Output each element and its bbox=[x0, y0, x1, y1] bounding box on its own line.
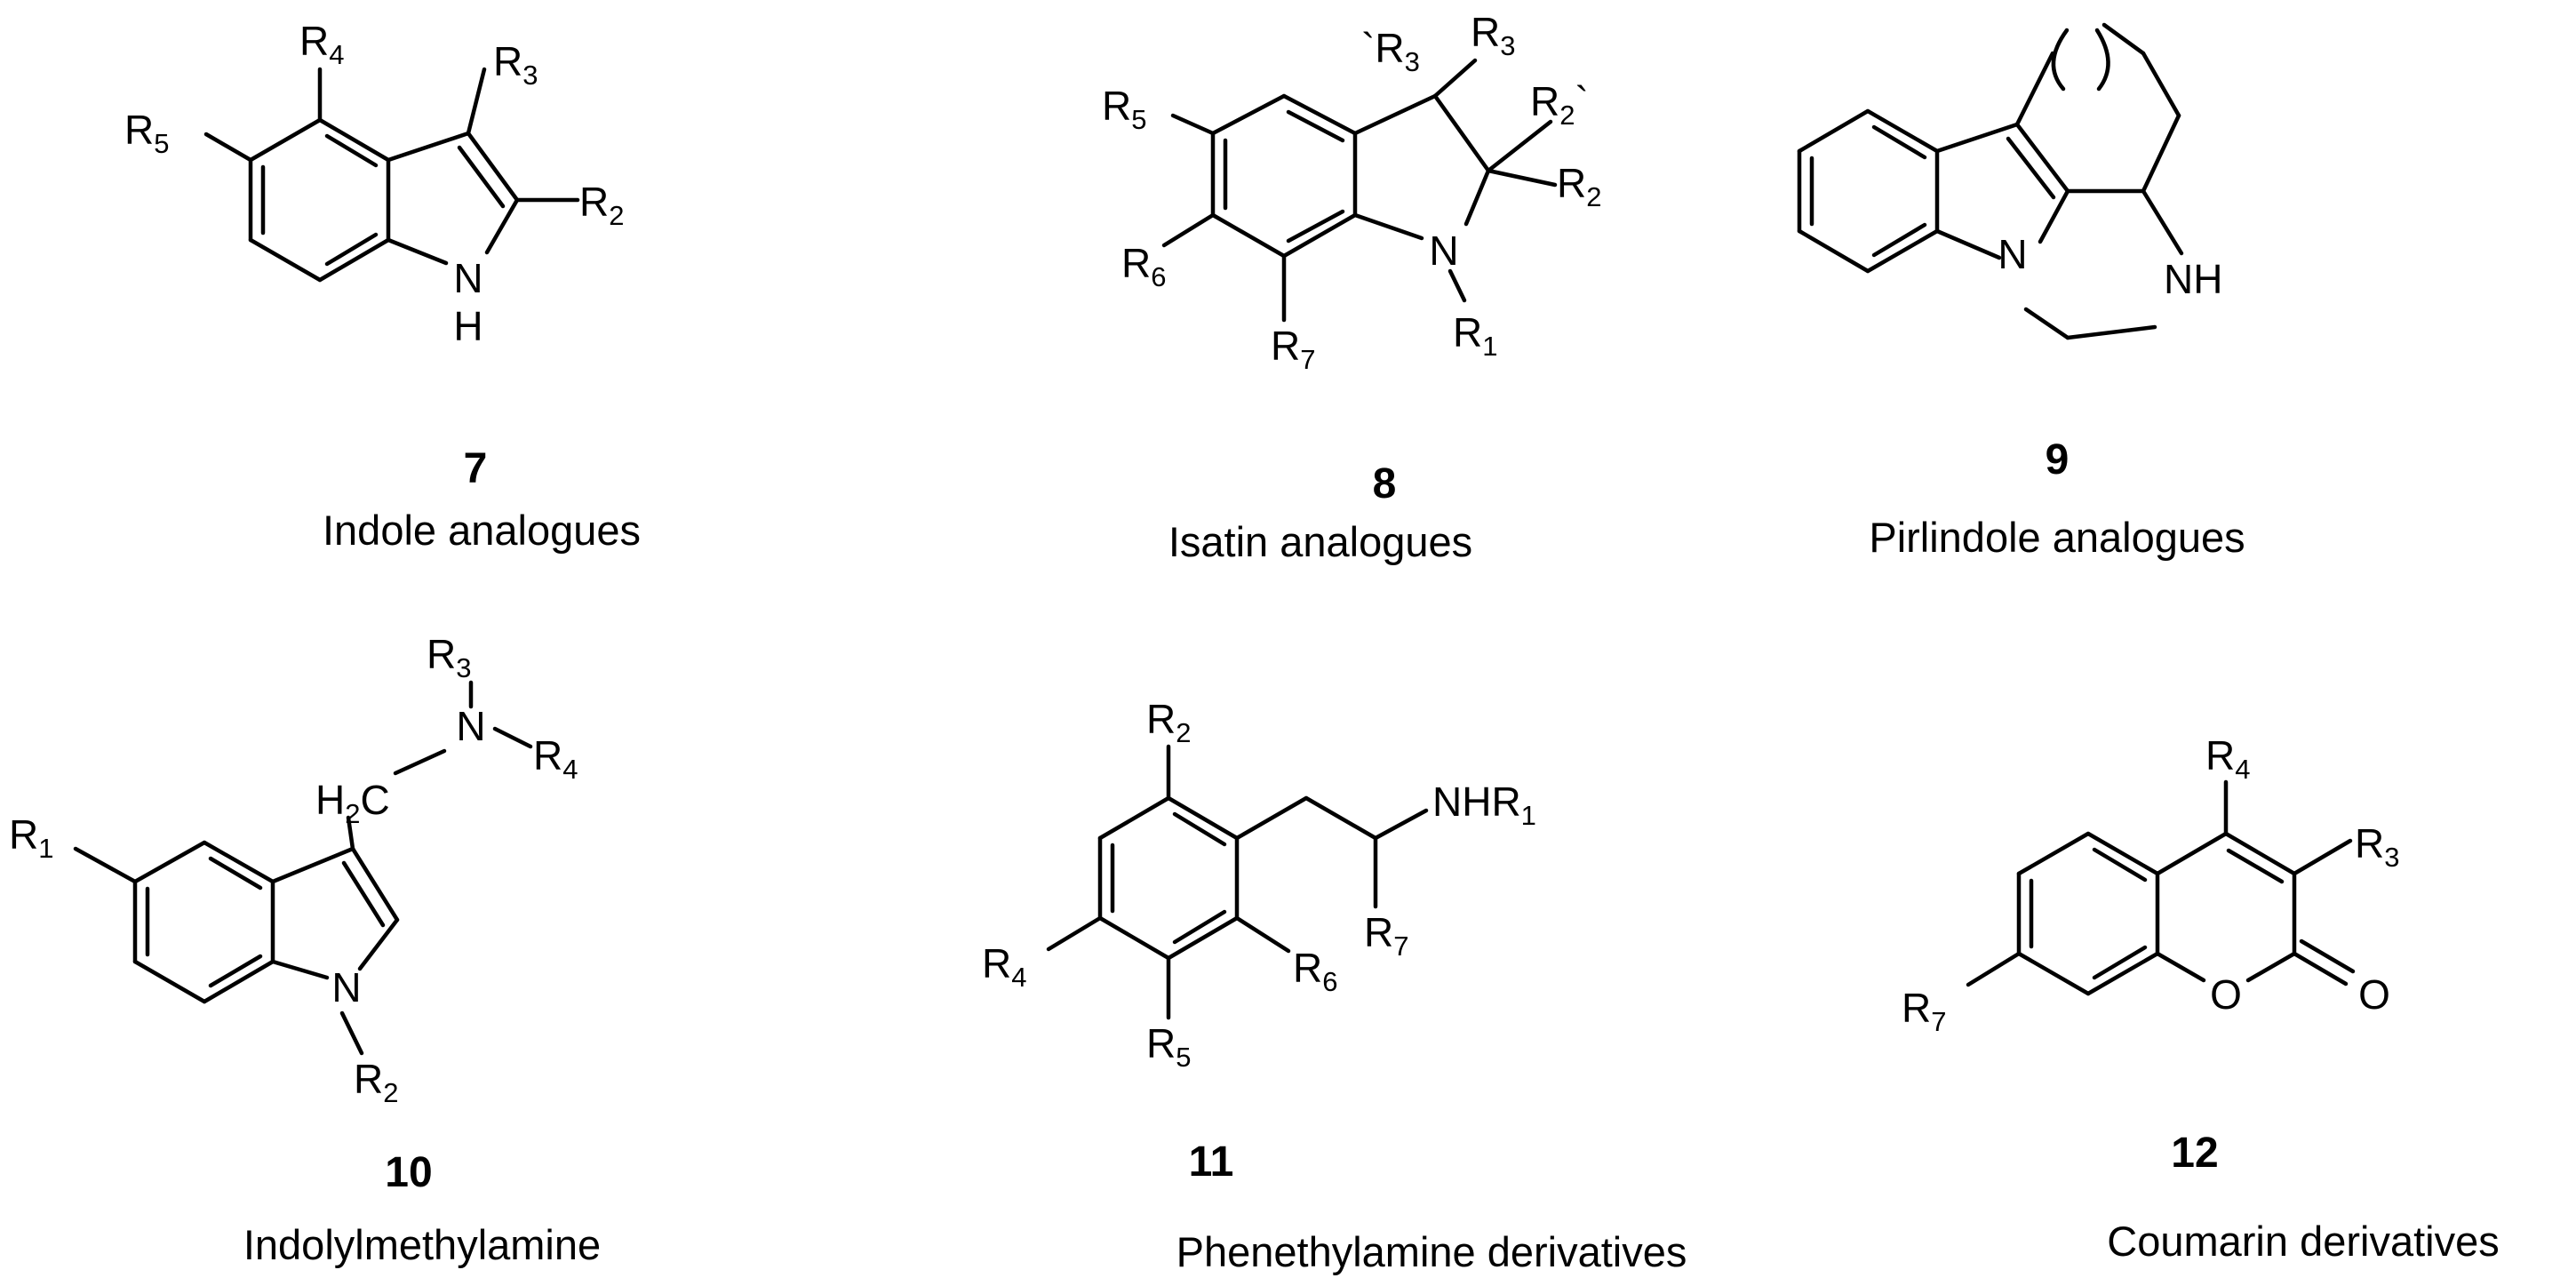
atom-n-9: N bbox=[1998, 231, 2027, 277]
caption-9: Pirlindole analogues bbox=[1869, 514, 2245, 561]
r6-label-11: R6 bbox=[1293, 945, 1337, 997]
bonds-10 bbox=[73, 680, 533, 1056]
compound-number-7: 7 bbox=[464, 445, 488, 492]
r4-label-11: R4 bbox=[982, 940, 1026, 993]
compound-number-8: 8 bbox=[1373, 460, 1397, 507]
atom-n-amine-10: N bbox=[456, 703, 485, 749]
bonds-9 bbox=[1797, 22, 2184, 340]
r2-label-11: R2 bbox=[1146, 696, 1191, 748]
bonds-12 bbox=[1966, 779, 2356, 996]
atom-o-carbonyl-12: O bbox=[2358, 971, 2390, 1018]
r2-label-7: R2 bbox=[579, 179, 624, 231]
compound-number-11: 11 bbox=[1189, 1138, 1234, 1186]
atom-nh-9: NH bbox=[2164, 256, 2222, 302]
r2-prime-label-8: R2` bbox=[1530, 78, 1589, 131]
caption-12: Coumarin derivatives bbox=[2107, 1218, 2499, 1265]
caption-7: Indole analogues bbox=[323, 507, 641, 554]
bonds-8 bbox=[1161, 58, 1558, 323]
r7-label-11: R7 bbox=[1364, 909, 1408, 962]
r1-label-10: R1 bbox=[9, 811, 53, 864]
structure-9-pirlindole: N NH bbox=[1797, 22, 2222, 340]
atom-n-indole-10: N bbox=[331, 964, 361, 1010]
r7-label-8: R7 bbox=[1271, 323, 1315, 375]
r6-label-8: R6 bbox=[1121, 240, 1166, 292]
atom-nh-7: N bbox=[453, 255, 483, 301]
r3-label-10: R3 bbox=[427, 631, 471, 683]
caption-11: Phenethylamine derivatives bbox=[1176, 1228, 1687, 1275]
r4-label-10: R4 bbox=[533, 732, 578, 785]
r5-label-11: R5 bbox=[1146, 1020, 1191, 1073]
atom-h-7: H bbox=[453, 303, 483, 349]
nhr1-label-11: NHR1 bbox=[1432, 779, 1536, 831]
r5-label-8: R5 bbox=[1102, 83, 1146, 135]
r3-label-12: R3 bbox=[2355, 820, 2399, 873]
r4-label-7: R4 bbox=[299, 18, 344, 70]
caption-8: Isatin analogues bbox=[1168, 518, 1472, 565]
r3-prime-label-8: `R3 bbox=[1361, 25, 1420, 77]
structure-8-isatin: N `R3 R3 R2` R2 R1 R5 R6 R7 bbox=[1102, 9, 1601, 375]
atom-n-8: N bbox=[1429, 228, 1458, 274]
bonds-11 bbox=[1046, 744, 1429, 1020]
r5-label-7: R5 bbox=[124, 107, 169, 159]
caption-10: Indolylmethylamine bbox=[243, 1221, 601, 1268]
compound-number-9: 9 bbox=[2046, 436, 2070, 483]
r7-label-12: R7 bbox=[1902, 985, 1946, 1037]
r3-label-7: R3 bbox=[493, 38, 538, 91]
structure-12-coumarin: O O R4 R3 R7 bbox=[1902, 732, 2399, 1037]
r2-label-8: R2 bbox=[1557, 160, 1601, 212]
bonds-7 bbox=[203, 67, 580, 283]
r4-label-12: R4 bbox=[2205, 732, 2250, 785]
structure-7-indole: N H R3 R2 R4 R5 bbox=[124, 18, 624, 349]
structure-10-indolylmethylamine: N N H2C R3 R4 R1 R2 bbox=[9, 631, 578, 1108]
r3-label-8: R3 bbox=[1471, 9, 1515, 61]
ch2-label-10: H2C bbox=[315, 777, 390, 829]
structure-11-phenethylamine: NHR1 R2 R7 R6 R5 R4 bbox=[982, 696, 1536, 1073]
atom-o-ring-12: O bbox=[2210, 971, 2242, 1018]
compound-number-10: 10 bbox=[385, 1149, 432, 1196]
r1-label-8: R1 bbox=[1453, 309, 1497, 362]
compound-number-12: 12 bbox=[2171, 1130, 2218, 1177]
r2-label-10: R2 bbox=[354, 1056, 398, 1108]
